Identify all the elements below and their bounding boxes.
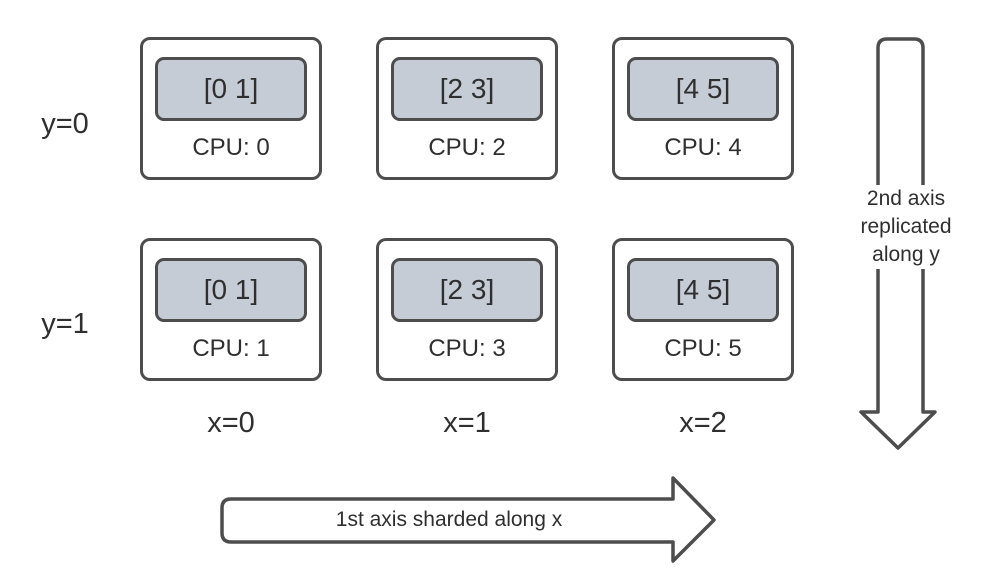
shard-values: [2 3] (439, 274, 495, 305)
shard-chip: [4 5] (627, 57, 779, 121)
row-label-y1: y=1 (41, 308, 89, 340)
right-arrow (220, 476, 716, 563)
shard-chip: [2 3] (391, 258, 543, 322)
device-cell-y1x2: [4 5] CPU: 5 (612, 238, 794, 381)
col-label-x0: x=0 (207, 407, 255, 439)
device-cell-y1x1: [2 3] CPU: 3 (376, 238, 558, 381)
row-label-y0: y=0 (41, 108, 89, 140)
cpu-label: CPU: 3 (428, 335, 506, 362)
cpu-label: CPU: 5 (664, 335, 742, 362)
device-cell-y1x0: [0 1] CPU: 1 (140, 238, 322, 381)
shard-values: [4 5] (675, 274, 731, 305)
cpu-label: CPU: 0 (192, 134, 270, 161)
device-cell-y0x0: [0 1] CPU: 0 (140, 37, 322, 180)
cpu-label: CPU: 2 (428, 134, 506, 161)
down-arrow-label: 2nd axis replicated along y (842, 185, 970, 269)
shard-chip: [0 1] (155, 57, 307, 121)
shard-chip: [0 1] (155, 258, 307, 322)
shard-values: [0 1] (203, 274, 259, 305)
col-label-x1: x=1 (443, 407, 491, 439)
cpu-label: CPU: 4 (664, 134, 742, 161)
shard-chip: [2 3] (391, 57, 543, 121)
right-arrow-label: 1st axis sharded along x (335, 508, 563, 531)
cpu-label: CPU: 1 (192, 335, 270, 362)
shard-chip: [4 5] (627, 258, 779, 322)
shard-values: [2 3] (439, 73, 495, 104)
device-cell-y0x1: [2 3] CPU: 2 (376, 37, 558, 180)
device-cell-y0x2: [4 5] CPU: 4 (612, 37, 794, 180)
shard-values: [4 5] (675, 73, 731, 104)
col-label-x2: x=2 (679, 407, 727, 439)
right-arrow-icon (220, 476, 716, 563)
shard-values: [0 1] (203, 73, 259, 104)
